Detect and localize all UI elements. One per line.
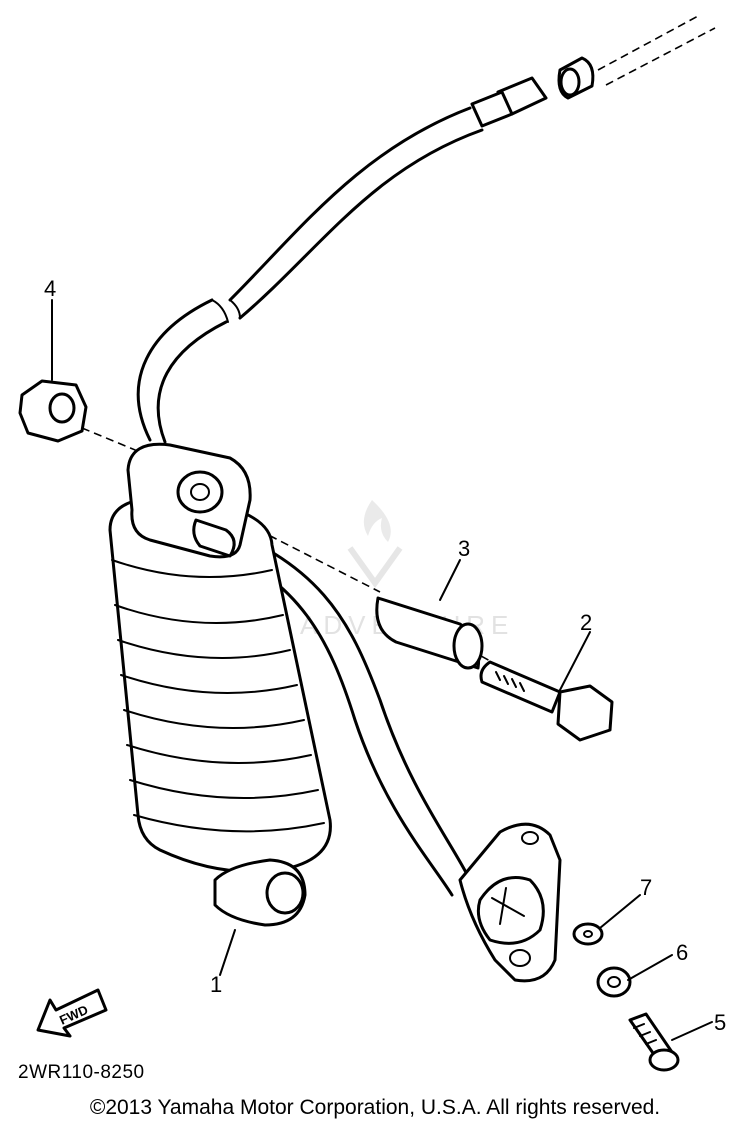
reservoir-hose — [136, 14, 716, 897]
shock-absorber — [108, 442, 332, 927]
callout-4: 4 — [44, 276, 56, 301]
callout-7: 7 — [640, 875, 652, 900]
diagram-code: 2WR110-8250 — [18, 1062, 145, 1083]
forward-arrow-icon: FWD — [36, 988, 108, 1038]
callout-3: 3 — [458, 536, 470, 561]
nut — [18, 379, 88, 443]
callout-5: 5 — [714, 1010, 726, 1035]
callout-leaders — [51, 299, 713, 1041]
callout-6: 6 — [676, 940, 688, 965]
callout-2: 2 — [580, 610, 592, 635]
copyright-notice: ©2013 Yamaha Motor Corporation, U.S.A. A… — [89, 1096, 661, 1119]
reservoir-bracket — [458, 822, 562, 983]
washer — [572, 922, 604, 946]
lock-washer — [596, 966, 632, 998]
bolt-long — [479, 660, 614, 742]
callout-1: 1 — [210, 972, 222, 997]
bolt-short — [628, 1012, 680, 1072]
collar — [375, 596, 484, 670]
